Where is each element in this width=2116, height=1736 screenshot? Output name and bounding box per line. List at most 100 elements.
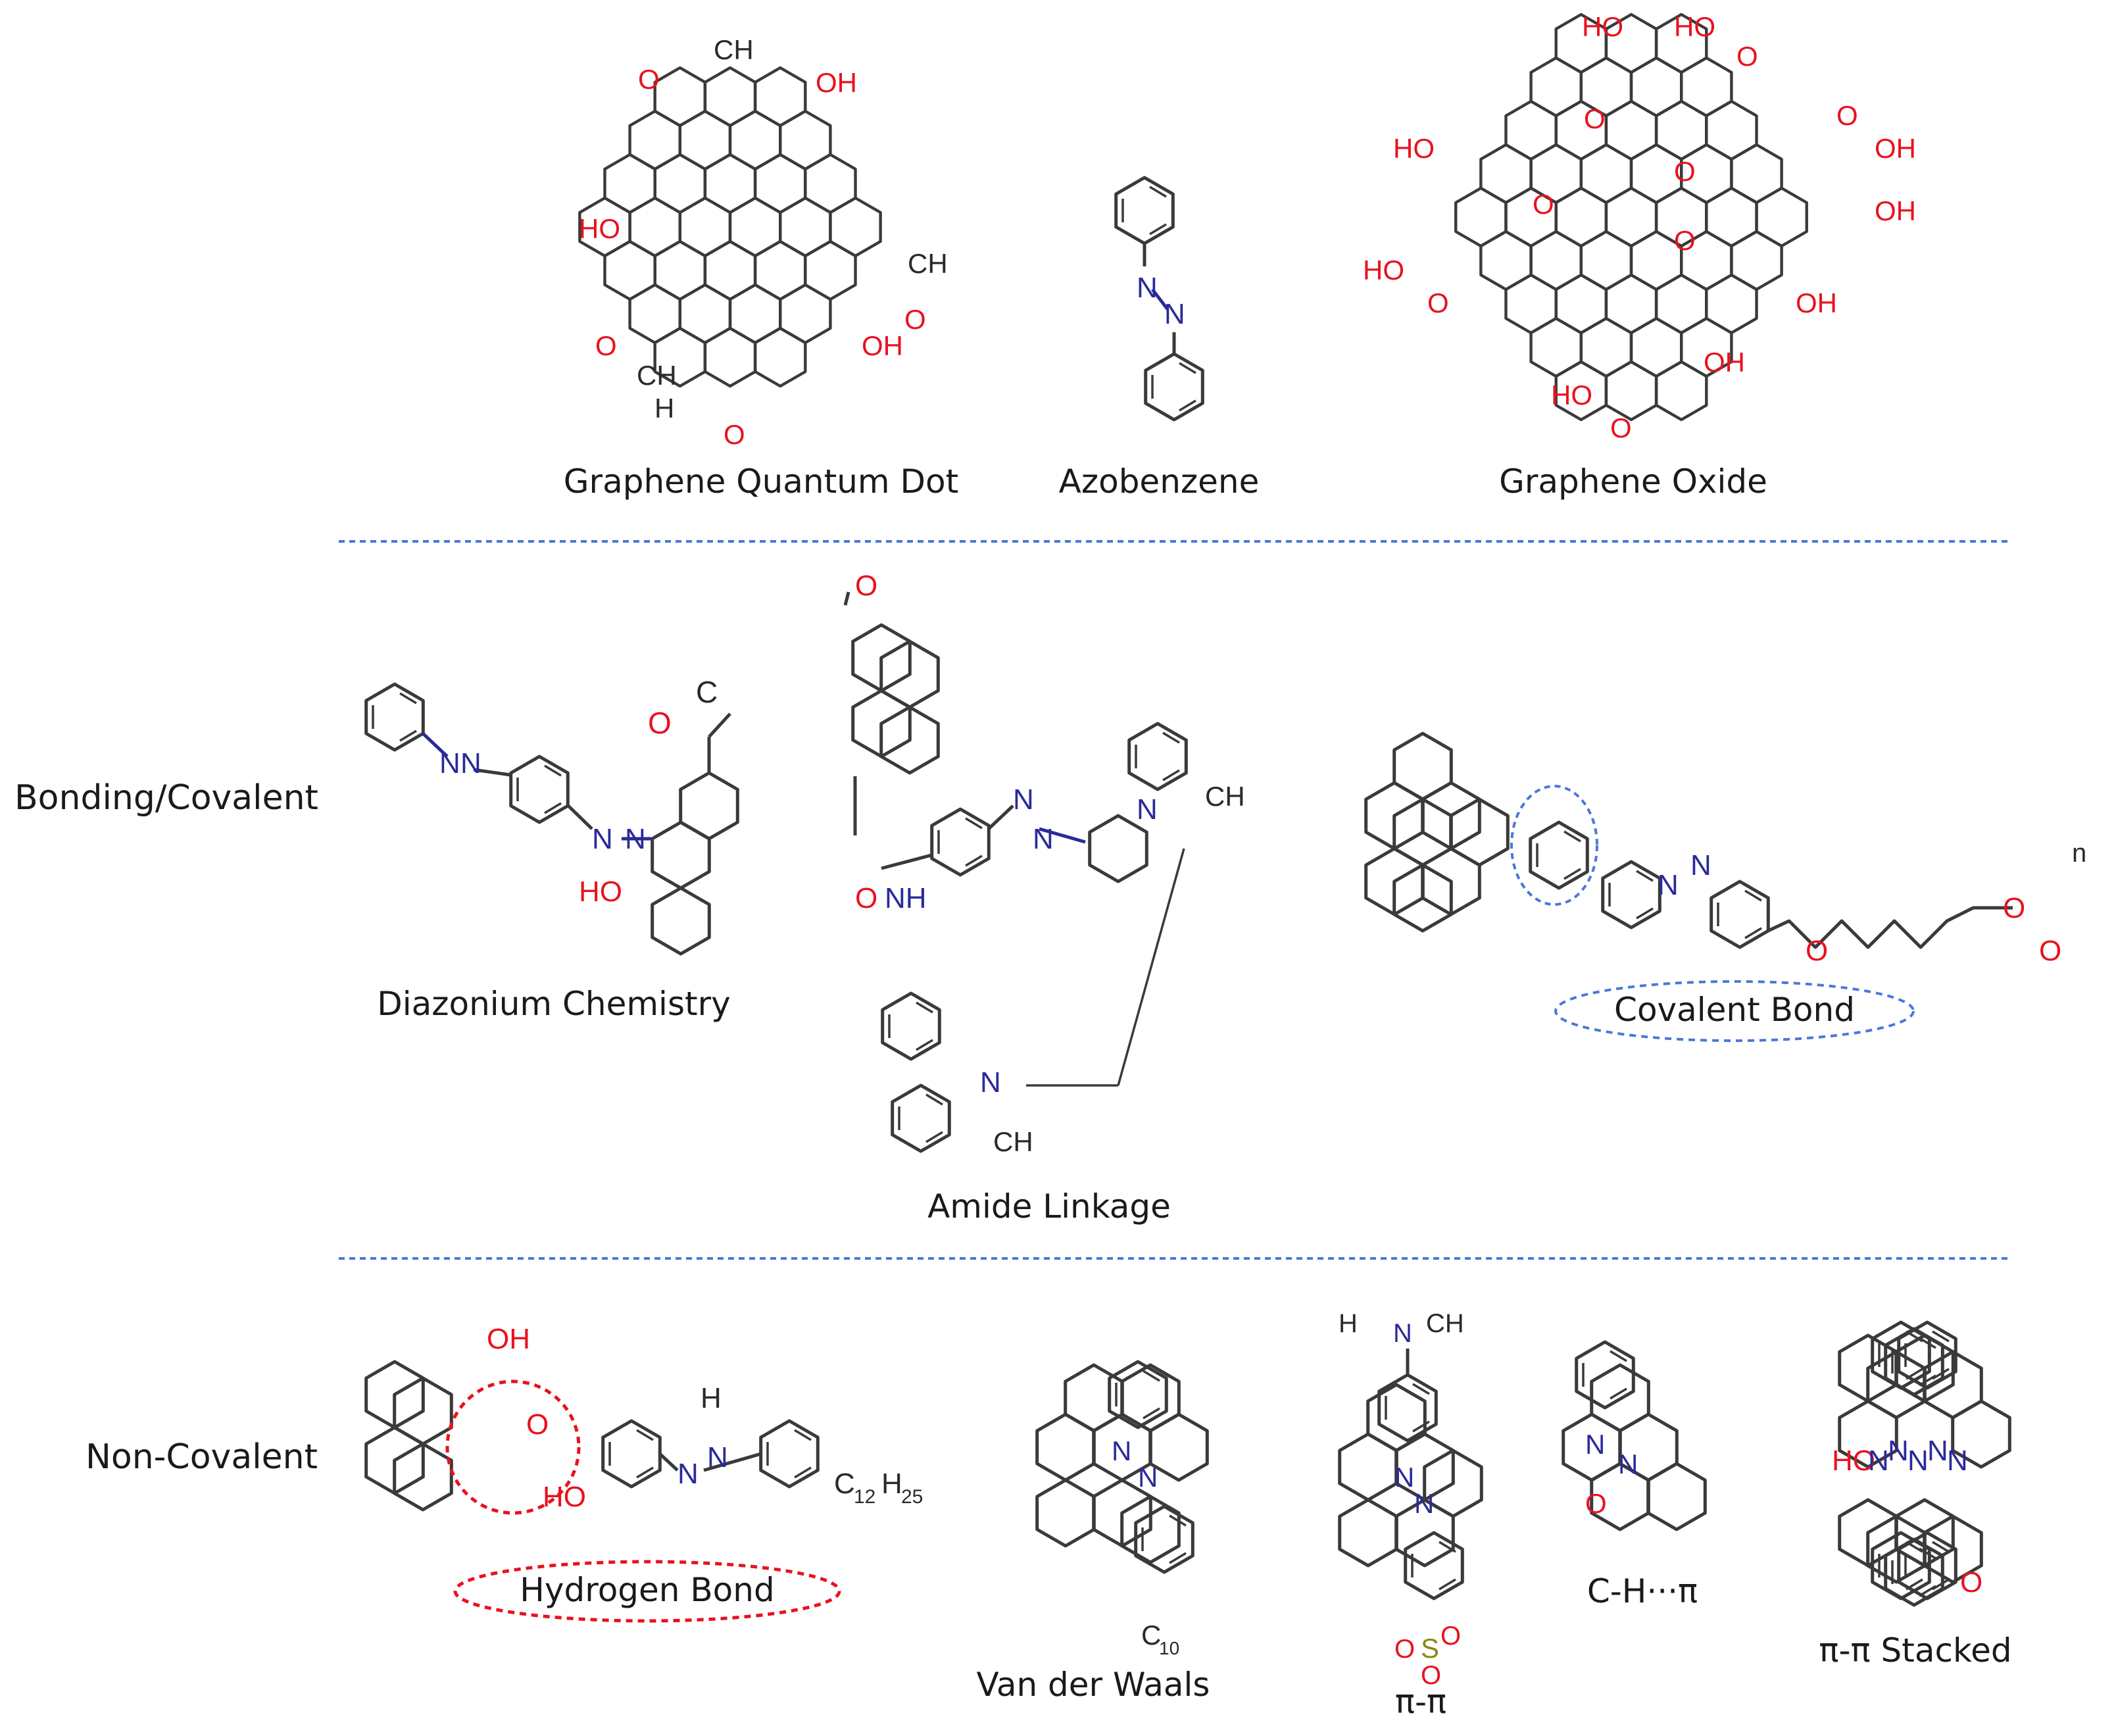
gqd-ring <box>705 328 755 386</box>
go-ho-top-1: HO <box>1582 11 1623 42</box>
amide-ch3: CH <box>1205 781 1245 812</box>
caption-azobenzene: Azobenzene <box>1058 462 1260 501</box>
hb-n-2: N <box>707 1441 728 1474</box>
caption-pi-pi-stacked: π-π Stacked <box>1819 1631 2012 1670</box>
gqd-o-4: O <box>724 419 745 450</box>
amide-n-2: N <box>1033 823 1054 855</box>
diazo-n-3: N <box>592 823 613 855</box>
caption-pi-pi: π-π <box>1394 1683 1447 1721</box>
cov-o-carbonyl: O <box>2039 935 2061 967</box>
go-ho-bottom: HO <box>1551 380 1592 410</box>
go-ho-top-2: HO <box>1674 11 1715 42</box>
hb-oh: OH <box>487 1323 530 1355</box>
chpi-n-1: N <box>1585 1429 1605 1460</box>
cov-n-sub: n <box>2072 839 2086 868</box>
pipi-ch3: CH <box>1426 1309 1464 1338</box>
caption-covalent-bond: Covalent Bond <box>1614 991 1855 1029</box>
diazo-n-2: N <box>460 747 481 780</box>
go-ho-left-2: HO <box>1363 255 1404 285</box>
vdw-c10h: C <box>1141 1620 1161 1650</box>
cov-n-2: N <box>1690 849 1711 881</box>
stack-n-1: N <box>1868 1445 1889 1477</box>
go-ho-left: HO <box>1393 133 1435 164</box>
go-ring <box>1656 362 1706 420</box>
van-der-waals-structure: N N C 10 <box>1037 1362 1208 1658</box>
caption-graphene-quantum-dot: Graphene Quantum Dot <box>563 462 959 501</box>
row-label-bonding-covalent: Bonding/Covalent <box>14 778 318 818</box>
caption-amide-linkage: Amide Linkage <box>927 1187 1171 1226</box>
caption-graphene-oxide: Graphene Oxide <box>1499 462 1767 501</box>
pipi-h3c: H <box>1339 1309 1358 1338</box>
hb-c12h25: C <box>834 1468 855 1500</box>
stack-n-3: N <box>1907 1445 1929 1477</box>
vdw-sub-10: 10 <box>1159 1638 1179 1658</box>
amide-o-top: O <box>855 570 877 602</box>
cov-n-1: N <box>1658 869 1679 901</box>
gqd-ch3-right: CH <box>908 248 948 279</box>
hb-h31c15: H <box>701 1382 722 1414</box>
go-oh-bottom: OH <box>1704 347 1745 378</box>
go-o-4: O <box>1610 412 1632 443</box>
gqd-ch3-left: CH <box>637 360 677 391</box>
ch-pi-structure: N N O <box>1563 1342 1706 1529</box>
stack-o: O <box>1960 1566 1982 1599</box>
azo-n-label-2: N <box>1164 298 1185 330</box>
hydrogen-bond-oval <box>453 1560 841 1623</box>
pipi-s: S <box>1421 1633 1439 1664</box>
amide-nh: NH <box>885 882 927 914</box>
go-o-3: O <box>1427 287 1449 318</box>
hb-h25: H <box>881 1468 902 1500</box>
stack-n-4: N <box>1927 1435 1948 1467</box>
amide-linkage-structure: O O NH N N N CH N CH <box>843 570 1245 1157</box>
pipi-n-1: N <box>1394 1462 1414 1493</box>
diazo-n-4: N <box>625 823 646 855</box>
go-o-2: O <box>1836 100 1858 131</box>
caption-ch-pi: C-H···π <box>1587 1572 1698 1610</box>
go-oh-right-1: OH <box>1875 133 1916 164</box>
hb-n-1: N <box>677 1458 699 1490</box>
stack-n-5: N <box>1947 1445 1968 1477</box>
chpi-o: O <box>1585 1488 1607 1519</box>
amide-ch3-bottom: CH <box>993 1126 1033 1157</box>
gqd-h3c: H <box>654 393 674 424</box>
gqd-ring <box>755 328 805 386</box>
pipi-n-top: N <box>1393 1319 1412 1348</box>
hb-o: O <box>526 1408 549 1441</box>
diazo-c: C <box>696 675 718 709</box>
azo-n-label-1: N <box>1137 272 1158 304</box>
stack-n-2: N <box>1888 1435 1909 1467</box>
pipi-o-3: O <box>1421 1661 1441 1690</box>
caption-hydrogen-bond: Hydrogen Bond <box>520 1571 775 1609</box>
pipi-o-2: O <box>1394 1635 1415 1664</box>
vdw-n-1: N <box>1112 1435 1131 1466</box>
caption-van-der-waals: Van der Waals <box>976 1666 1210 1704</box>
cov-o-ether: O <box>1806 935 1828 967</box>
go-oh-right-2: OH <box>1875 195 1916 226</box>
gqd-oh-top: OH <box>816 67 857 98</box>
row-label-non-covalent: Non-Covalent <box>86 1437 318 1477</box>
chpi-n-2: N <box>1618 1449 1638 1479</box>
hb-sub-12: 12 <box>854 1486 875 1508</box>
amide-n-1: N <box>1013 783 1034 816</box>
vdw-n-2: N <box>1138 1462 1158 1493</box>
diazo-n-1: N <box>439 747 460 780</box>
pipi-n-2: N <box>1414 1488 1434 1519</box>
hydrogen-bond-structure: OH O HO N N H C 12 H 25 <box>366 1323 923 1515</box>
go-oh-right-3: OH <box>1796 287 1837 318</box>
amide-o: O <box>855 882 877 914</box>
azobenzene-structure: N N <box>1116 178 1203 420</box>
diazo-o: O <box>648 706 672 740</box>
gqd-oh-right: OH <box>862 330 903 361</box>
amide-n-carbazole: N <box>1137 793 1158 826</box>
covalent-bond-structure: N N O O O n <box>1366 733 2086 967</box>
pi-stacked-structure: HO N N N N N O <box>1832 1322 2009 1605</box>
amide-n-bottom: N <box>980 1066 1001 1099</box>
caption-diazonium-chemistry: Diazonium Chemistry <box>377 985 731 1023</box>
go-o-epoxy-3: O <box>1533 189 1554 220</box>
hb-sub-25: 25 <box>901 1486 923 1508</box>
gqd-ch3-top: CH <box>714 34 754 65</box>
gqd-o-3: O <box>595 330 617 361</box>
